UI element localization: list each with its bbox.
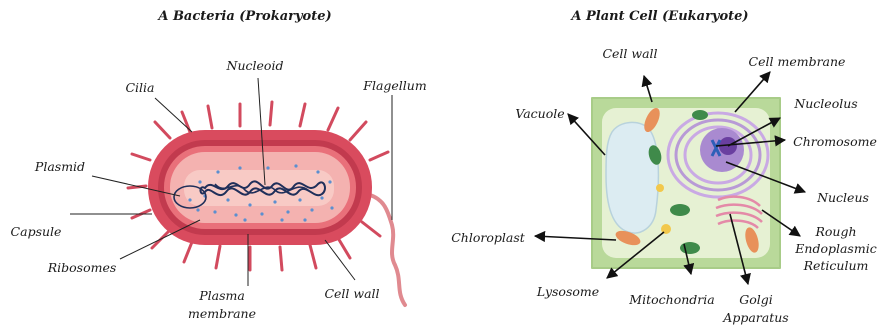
label-mitochondria: Mitochondria bbox=[628, 292, 714, 307]
label-cell-membrane: Cell membrane bbox=[749, 54, 846, 69]
label-flagellum: Flagellum bbox=[362, 78, 426, 93]
label-rough-er-line3: Reticulum bbox=[803, 258, 869, 273]
label-ribosomes: Ribosomes bbox=[47, 260, 117, 275]
label-cilia: Cilia bbox=[125, 80, 154, 95]
label-plasmid: Plasmid bbox=[34, 159, 85, 174]
plant-cell-title: A Plant Cell (Eukaryote) bbox=[569, 9, 748, 24]
label-chloroplast: Chloroplast bbox=[451, 230, 526, 245]
label-capsule: Capsule bbox=[11, 224, 62, 239]
label-golgi-line1: Golgi bbox=[739, 292, 773, 307]
label-plasma-membrane-line1: Plasma bbox=[198, 288, 245, 303]
vacuole-shape bbox=[606, 122, 658, 233]
label-bacteria-cell-wall: Cell wall bbox=[324, 286, 379, 301]
label-plant-cell-wall: Cell wall bbox=[602, 46, 657, 61]
plant-cell-diagram: A Plant Cell (Eukaryote) bbox=[451, 9, 877, 325]
label-golgi-line2: Apparatus bbox=[722, 310, 788, 325]
label-rough-er-line1: Rough bbox=[814, 224, 856, 239]
label-chromosome: Chromosome bbox=[793, 134, 877, 149]
label-vacuole: Vacuole bbox=[515, 106, 564, 121]
label-plasma-membrane-line2: membrane bbox=[188, 306, 256, 321]
bacteria-title: A Bacteria (Prokaryote) bbox=[156, 9, 331, 24]
label-nucleoid: Nucleoid bbox=[226, 58, 284, 73]
label-rough-er-line2: Endoplasmic bbox=[794, 241, 876, 256]
bacteria-diagram: A Bacteria (Prokaryote) bbox=[11, 9, 427, 321]
label-lysosome: Lysosome bbox=[536, 284, 599, 299]
label-nucleus: Nucleus bbox=[816, 190, 869, 205]
label-nucleolus: Nucleolus bbox=[793, 96, 857, 111]
